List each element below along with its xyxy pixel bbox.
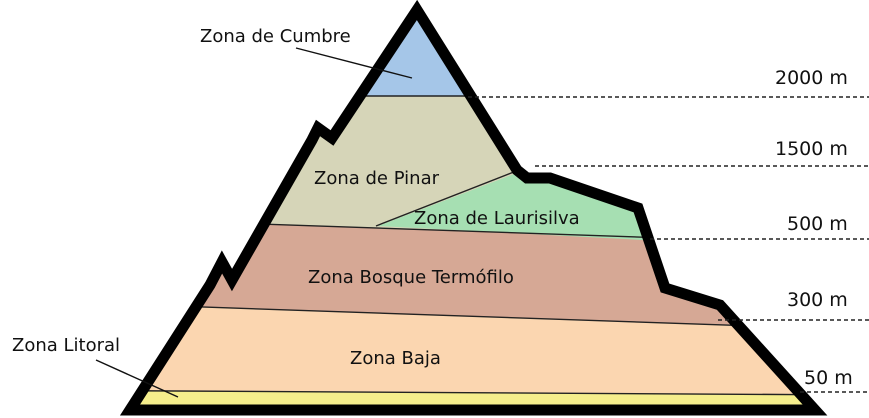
band-baja bbox=[130, 300, 815, 395]
label-zona-cumbre: Zona de Cumbre bbox=[200, 26, 351, 47]
boundary-laurisilva bbox=[375, 167, 525, 227]
mountain-outline bbox=[119, 0, 828, 416]
altitude-label-300: 300 m bbox=[787, 289, 848, 311]
label-zona-termofilo: Zona Bosque Termófilo bbox=[308, 267, 514, 288]
altitude-label-2000: 2000 m bbox=[775, 67, 848, 89]
leader-cumbre bbox=[295, 47, 413, 79]
leader-litoral bbox=[95, 359, 179, 398]
label-zona-pinar: Zona de Pinar bbox=[314, 168, 440, 189]
label-zona-baja: Zona Baja bbox=[350, 348, 441, 369]
altitude-label-1500: 1500 m bbox=[775, 138, 848, 160]
label-zona-laurisilva: Zona de Laurisilva bbox=[414, 208, 580, 229]
altitude-label-500: 500 m bbox=[787, 213, 848, 235]
altitude-label-50: 50 m bbox=[804, 367, 853, 389]
label-zona-litoral: Zona Litoral bbox=[12, 335, 120, 356]
